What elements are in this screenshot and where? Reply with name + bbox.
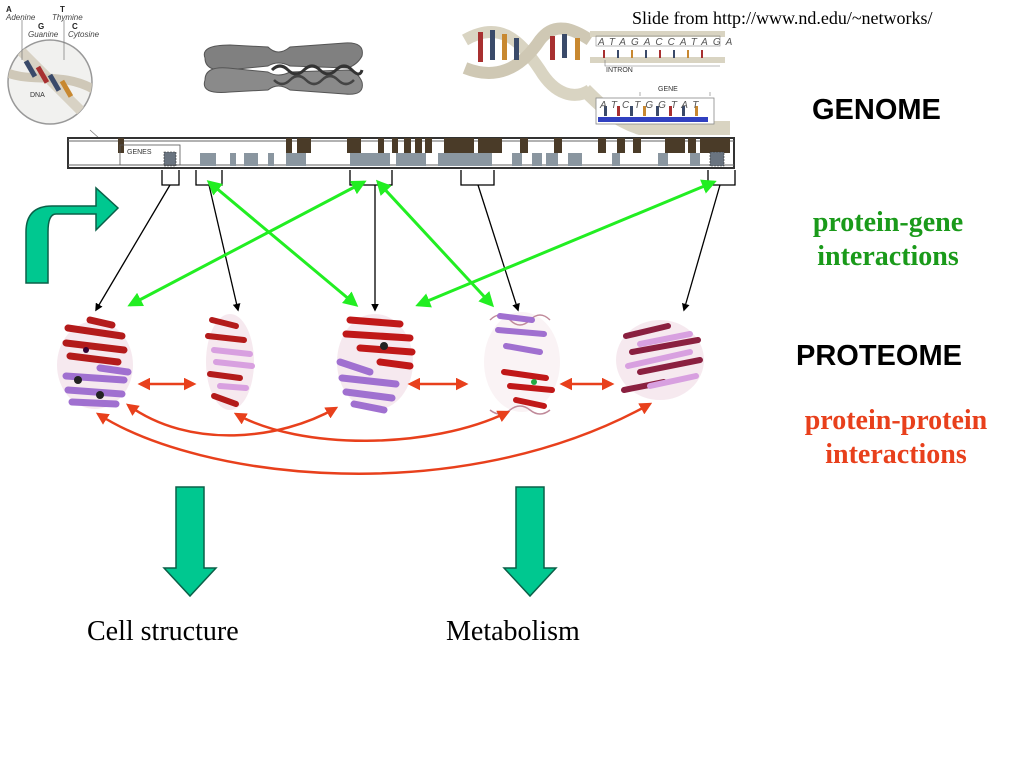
protein-gene-label: protein-gene interactions <box>812 207 964 272</box>
gene-brackets <box>161 170 736 186</box>
gene-label: GENE <box>658 86 678 93</box>
genes-label: GENES <box>127 149 152 156</box>
genome-label: GENOME <box>812 94 941 126</box>
chromosome-illustration <box>203 42 364 95</box>
cytosine-letter: C <box>72 22 78 31</box>
protein-gene-arrows <box>127 179 717 308</box>
metabolism-label: Metabolism <box>446 616 580 647</box>
dna-helix-illustration <box>462 22 730 135</box>
gene-sequence: ATCTGGTAT <box>600 100 704 111</box>
dna-inset-illustration <box>7 20 111 149</box>
guanine-label: Guanine <box>28 30 59 39</box>
cytosine-label: Cytosine <box>68 30 100 39</box>
source-credit: Slide from http://www.nd.edu/~networks/ <box>632 8 933 28</box>
cell-structure-label: Cell structure <box>87 616 239 647</box>
genome-bar <box>67 137 735 169</box>
protein-5 <box>616 320 704 400</box>
protein-protein-label: protein-protein interactions <box>804 405 988 470</box>
cell-structure-arrow <box>162 486 218 598</box>
expression-arrows <box>95 184 721 312</box>
metabolism-arrow <box>502 486 558 598</box>
thymine-label: Thymine <box>52 13 83 22</box>
protein-2 <box>205 314 255 410</box>
regulation-bent-arrow <box>25 186 120 284</box>
dna-label: DNA <box>30 92 45 99</box>
protein-protein-arrows <box>95 377 653 475</box>
intron-label: INTRON <box>606 67 633 74</box>
top-sequence: ATAGACCATAGA <box>598 37 738 48</box>
protein-1 <box>57 316 133 409</box>
adenine-label: Adenine <box>6 13 36 22</box>
adenine-letter: A <box>6 5 12 14</box>
thymine-letter: T <box>60 5 65 14</box>
guanine-letter: G <box>38 22 45 31</box>
protein-3 <box>336 314 416 414</box>
protein-4 <box>484 312 560 415</box>
proteome-label: PROTEOME <box>796 340 962 372</box>
